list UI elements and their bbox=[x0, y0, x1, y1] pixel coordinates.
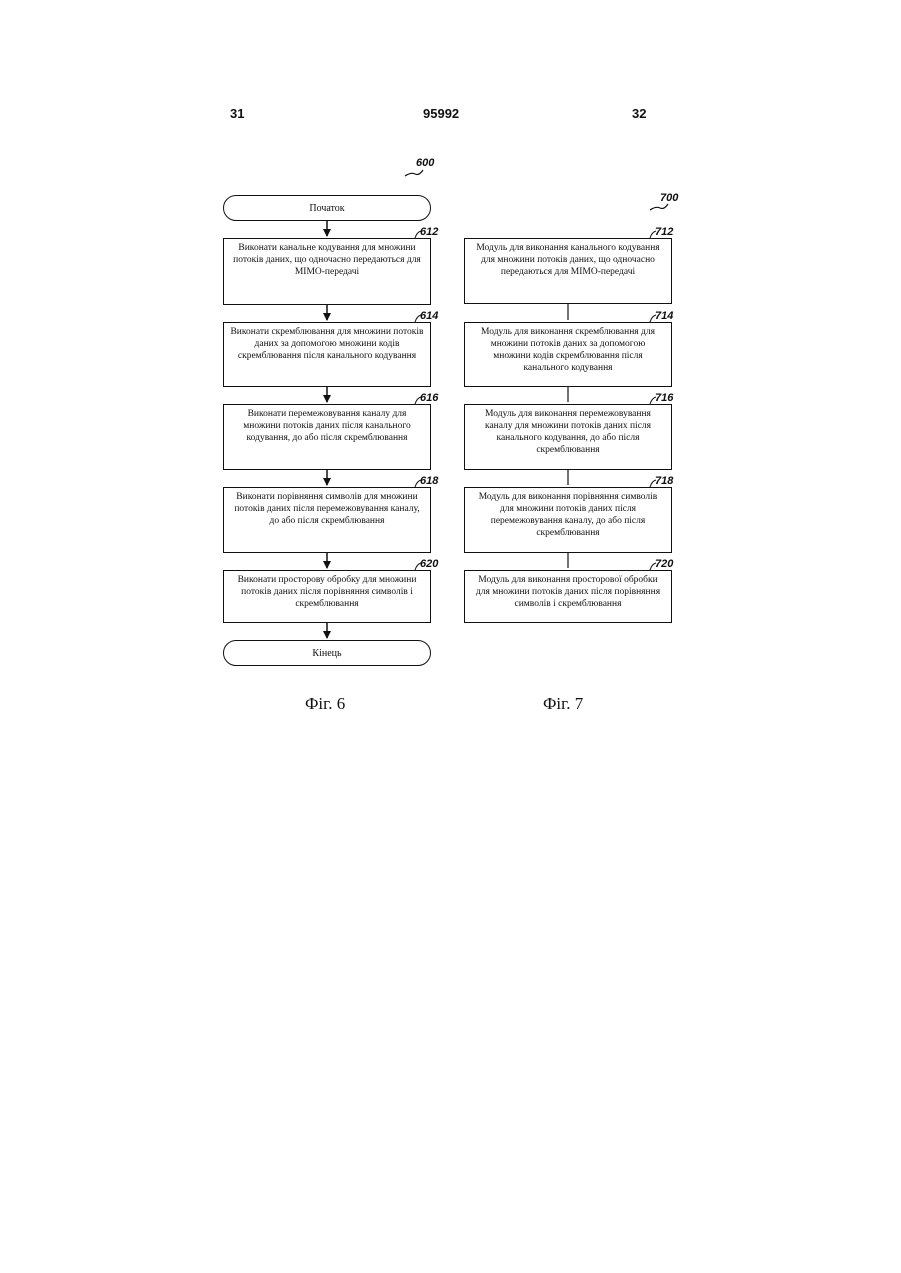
fig6-caption: Фіг. 6 bbox=[305, 694, 345, 714]
step-618-ref: 618 bbox=[420, 475, 438, 487]
module-718-box: Модуль для виконання порівняння символів… bbox=[464, 487, 672, 553]
module-714-text: Модуль для виконання скремблювання для м… bbox=[471, 326, 665, 374]
step-612-text: Виконати канальне кодування для множини … bbox=[230, 242, 424, 278]
step-620-box: Виконати просторову обробку для множини … bbox=[223, 570, 431, 623]
step-616-ref: 616 bbox=[420, 392, 438, 404]
step-614-ref: 614 bbox=[420, 310, 438, 322]
module-716-text: Модуль для виконання перемежовування кан… bbox=[471, 408, 665, 456]
step-620-ref: 620 bbox=[420, 558, 438, 570]
step-618-text: Виконати порівняння символів для множини… bbox=[230, 491, 424, 527]
module-716-ref: 716 bbox=[655, 392, 673, 404]
start-label: Початок bbox=[309, 203, 344, 214]
fig7-ref: 700 bbox=[660, 192, 678, 204]
end-label: Кінець bbox=[312, 648, 341, 659]
step-616-box: Виконати перемежовування каналу для множ… bbox=[223, 404, 431, 470]
leader-600 bbox=[405, 170, 423, 176]
leader-700 bbox=[650, 204, 668, 210]
module-714-ref: 714 bbox=[655, 310, 673, 322]
fig7-caption: Фіг. 7 bbox=[543, 694, 583, 714]
module-716-box: Модуль для виконання перемежовування кан… bbox=[464, 404, 672, 470]
module-712-text: Модуль для виконання канального кодуванн… bbox=[471, 242, 665, 278]
module-720-text: Модуль для виконання просторової обробки… bbox=[471, 574, 665, 610]
module-712-ref: 712 bbox=[655, 226, 673, 238]
step-618-box: Виконати порівняння символів для множини… bbox=[223, 487, 431, 553]
step-614-text: Виконати скремблювання для множини поток… bbox=[230, 326, 424, 362]
module-720-box: Модуль для виконання просторової обробки… bbox=[464, 570, 672, 623]
step-616-text: Виконати перемежовування каналу для множ… bbox=[230, 408, 424, 444]
module-714-box: Модуль для виконання скремблювання для м… bbox=[464, 322, 672, 387]
module-718-ref: 718 bbox=[655, 475, 673, 487]
start-terminal: Початок bbox=[223, 195, 431, 221]
module-720-ref: 720 bbox=[655, 558, 673, 570]
module-712-box: Модуль для виконання канального кодуванн… bbox=[464, 238, 672, 304]
step-620-text: Виконати просторову обробку для множини … bbox=[230, 574, 424, 610]
fig6-ref: 600 bbox=[416, 157, 434, 169]
module-718-text: Модуль для виконання порівняння символів… bbox=[471, 491, 665, 539]
step-612-box: Виконати канальне кодування для множини … bbox=[223, 238, 431, 305]
step-614-box: Виконати скремблювання для множини поток… bbox=[223, 322, 431, 387]
step-612-ref: 612 bbox=[420, 226, 438, 238]
end-terminal: Кінець bbox=[223, 640, 431, 666]
